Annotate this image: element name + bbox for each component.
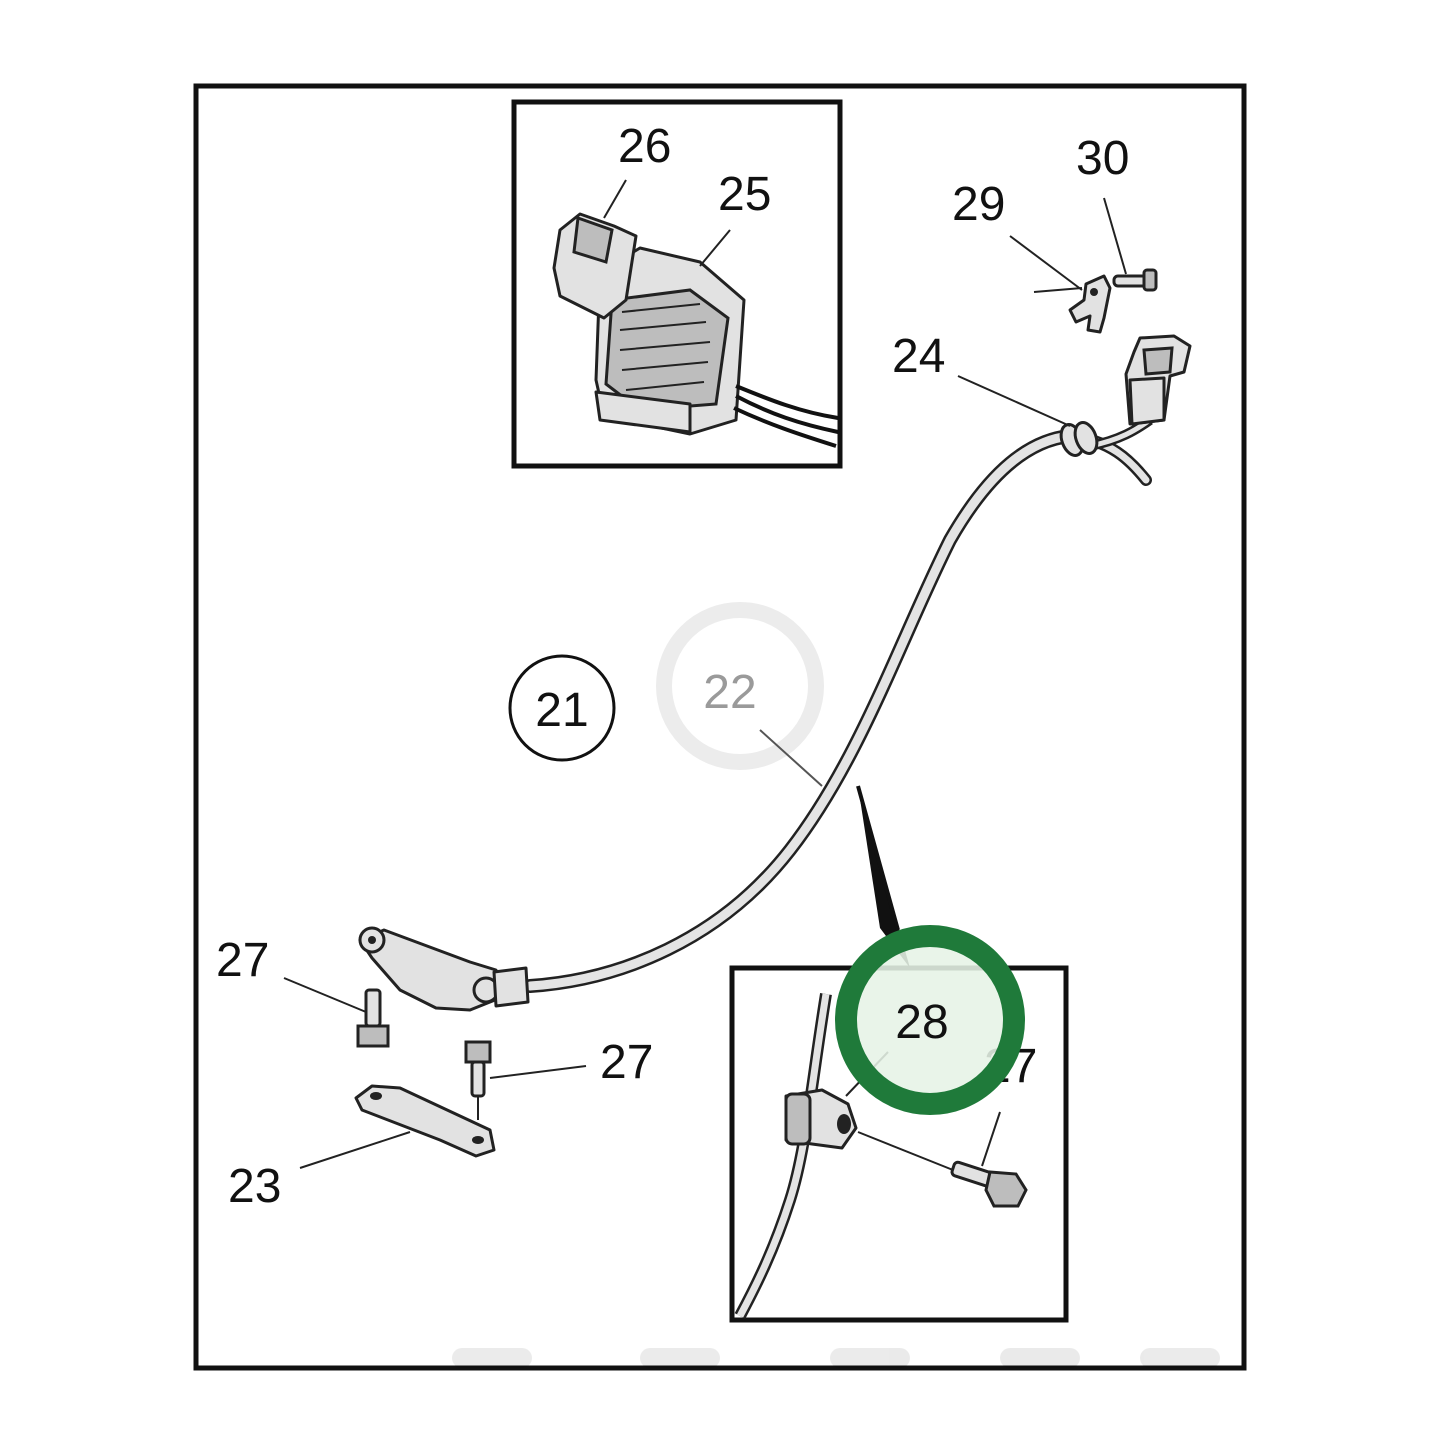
- leader-30: [1103, 197, 1127, 275]
- highlight-ring[interactable]: [835, 925, 1025, 1115]
- connector-25-drawing: [594, 246, 839, 448]
- leader-23: [299, 1131, 411, 1169]
- leader-29: [1009, 235, 1083, 291]
- callout-25: 25: [718, 168, 771, 221]
- connector-24-drawing: [1124, 334, 1192, 426]
- leader-27-middle: [489, 1065, 587, 1079]
- bracket-29-drawing: [1068, 274, 1112, 334]
- leader-27-inset: [981, 1111, 1001, 1167]
- callout-22-badge: 22: [656, 602, 824, 787]
- sensor-head-drawing: [358, 926, 530, 1012]
- callout-22-faded-ring: [656, 602, 824, 770]
- callout-21-badge: 21: [508, 654, 616, 762]
- leader-25: [699, 229, 731, 267]
- callout-23: 23: [228, 1160, 281, 1213]
- leader-27-upper: [283, 977, 367, 1013]
- leader-26: [603, 179, 627, 219]
- clamp-28-drawing: [784, 1088, 858, 1150]
- bolt-27-upper-drawing: [356, 988, 390, 1048]
- lock-clip-26-drawing: [552, 212, 638, 320]
- callout-30: 30: [1076, 132, 1129, 185]
- callout-24: 24: [892, 330, 945, 383]
- bolt-30-drawing: [1112, 268, 1158, 292]
- bolt-27-middle-drawing: [464, 1040, 492, 1120]
- callout-21: 21: [535, 684, 588, 737]
- highlight-28[interactable]: 28: [835, 925, 1025, 1115]
- detail-pointer-line: [856, 785, 900, 931]
- callout-28: 28: [895, 996, 948, 1049]
- leader-bolt-clamp: [857, 1131, 959, 1173]
- bolt-27-inset-drawing: [950, 1160, 1028, 1208]
- callout-29: 29: [952, 178, 1005, 231]
- connector-detail-inset: 26 25: [511, 99, 843, 469]
- callout-22: 22: [703, 666, 756, 719]
- callout-27-upper: 27: [216, 934, 269, 987]
- watermark: [452, 1348, 1220, 1368]
- plate-23-drawing: [354, 1084, 496, 1158]
- callout-26: 26: [618, 120, 671, 173]
- clamp-detail-inset: 27: [729, 965, 1069, 1323]
- leader-24: [957, 375, 1071, 427]
- leader-29-b: [1033, 287, 1083, 293]
- leader-22: [759, 729, 823, 787]
- callout-21-circle: [508, 654, 616, 762]
- callout-27-middle: 27: [600, 1036, 653, 1089]
